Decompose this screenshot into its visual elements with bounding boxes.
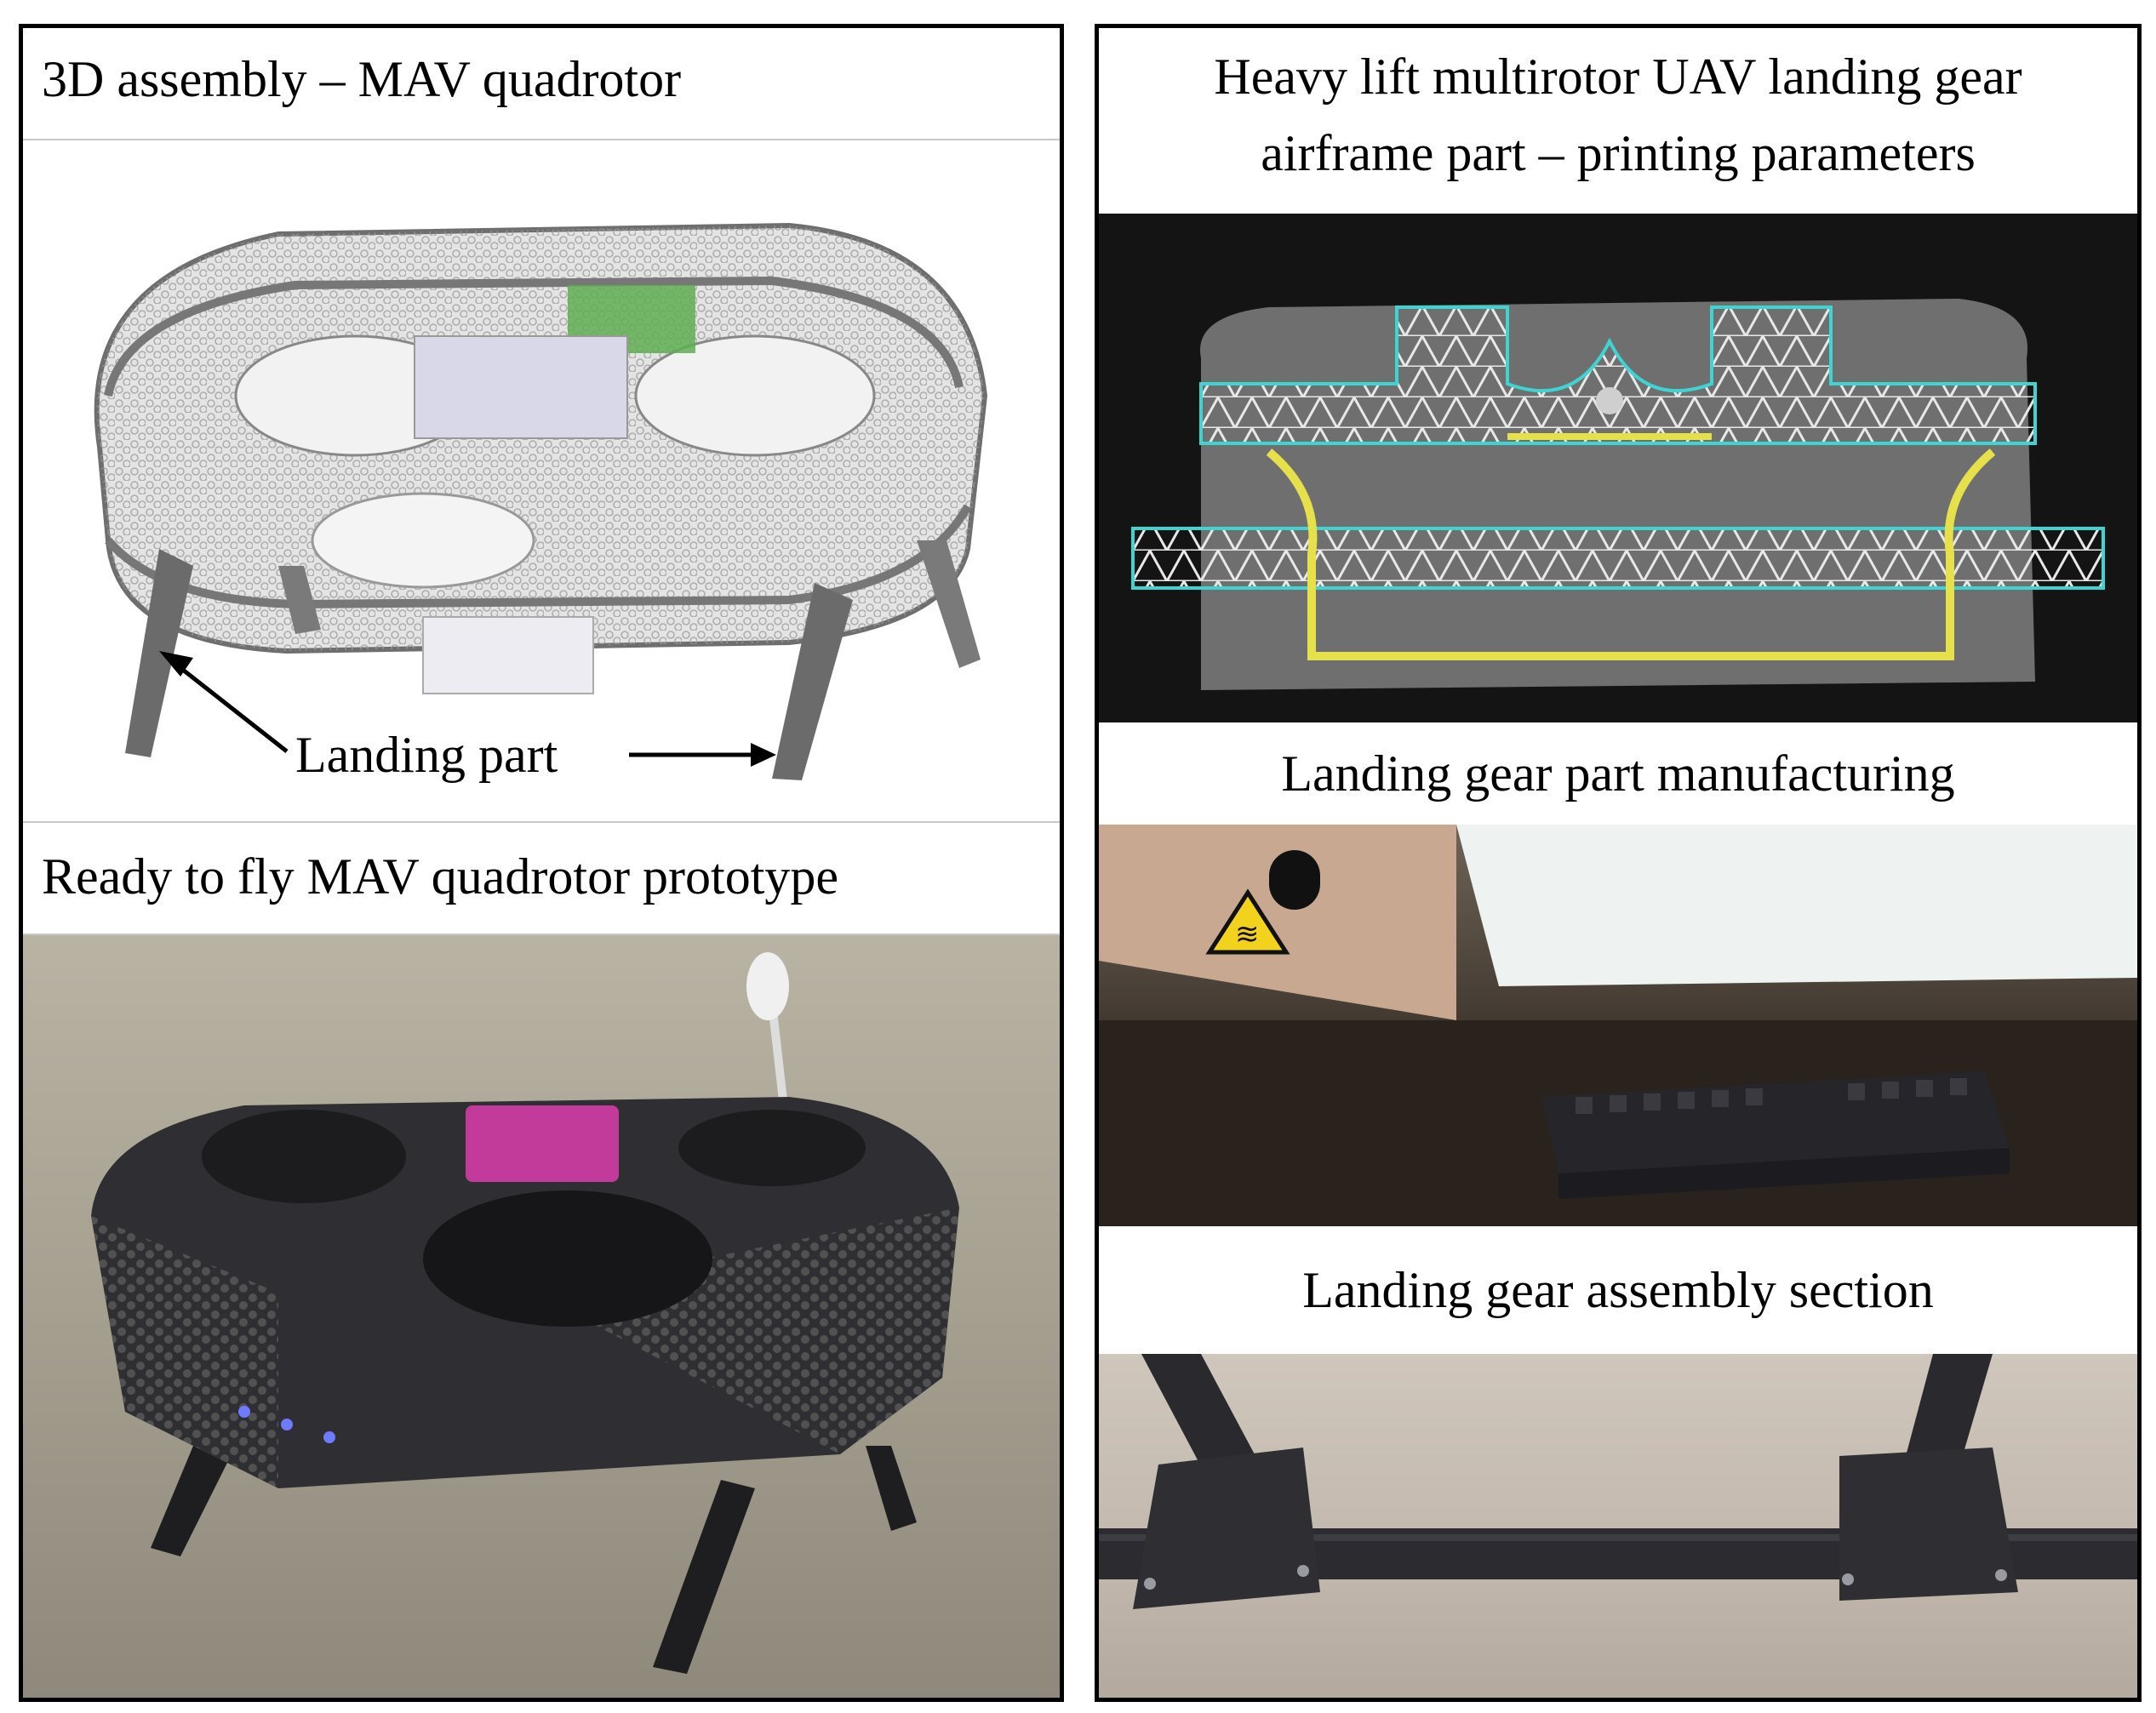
left-panel: 3D assembly – MAV quadrotor xyxy=(19,24,1064,1702)
caption-divider xyxy=(23,934,1060,935)
cad-assembly-render: Landing part xyxy=(23,140,1060,821)
printing-caption: Heavy lift multirotor UAV landing gear a… xyxy=(1099,33,2137,219)
manufacturing-caption: Landing gear part manufacturing xyxy=(1099,722,2137,825)
assembly-section-photo xyxy=(1099,1354,2137,1698)
manufacturing-photo: ≋ xyxy=(1099,825,2137,1226)
right-panel: Heavy lift multirotor UAV landing gear a… xyxy=(1095,24,2142,1702)
slicer-preview xyxy=(1099,214,2137,722)
landing-part-label: Landing part xyxy=(295,727,558,783)
assembly-caption: 3D assembly – MAV quadrotor xyxy=(23,28,1060,135)
svg-text:≋: ≋ xyxy=(1235,919,1260,951)
caption-divider xyxy=(23,139,1060,140)
prototype-caption: Ready to fly MAV quadrotor prototype xyxy=(23,823,1060,934)
prototype-photo xyxy=(23,935,1060,1698)
printing-caption-line1: Heavy lift multirotor UAV landing gear xyxy=(1214,49,2022,105)
hot-surface-warning-icon: ≋ xyxy=(1205,888,1290,955)
printing-caption-line2: airframe part – printing parameters xyxy=(1261,125,1976,181)
arrow-icon xyxy=(159,651,289,753)
assembly-section-caption: Landing gear assembly section xyxy=(1099,1226,2137,1354)
arrow-icon xyxy=(629,743,776,767)
caption-divider xyxy=(23,821,1060,823)
